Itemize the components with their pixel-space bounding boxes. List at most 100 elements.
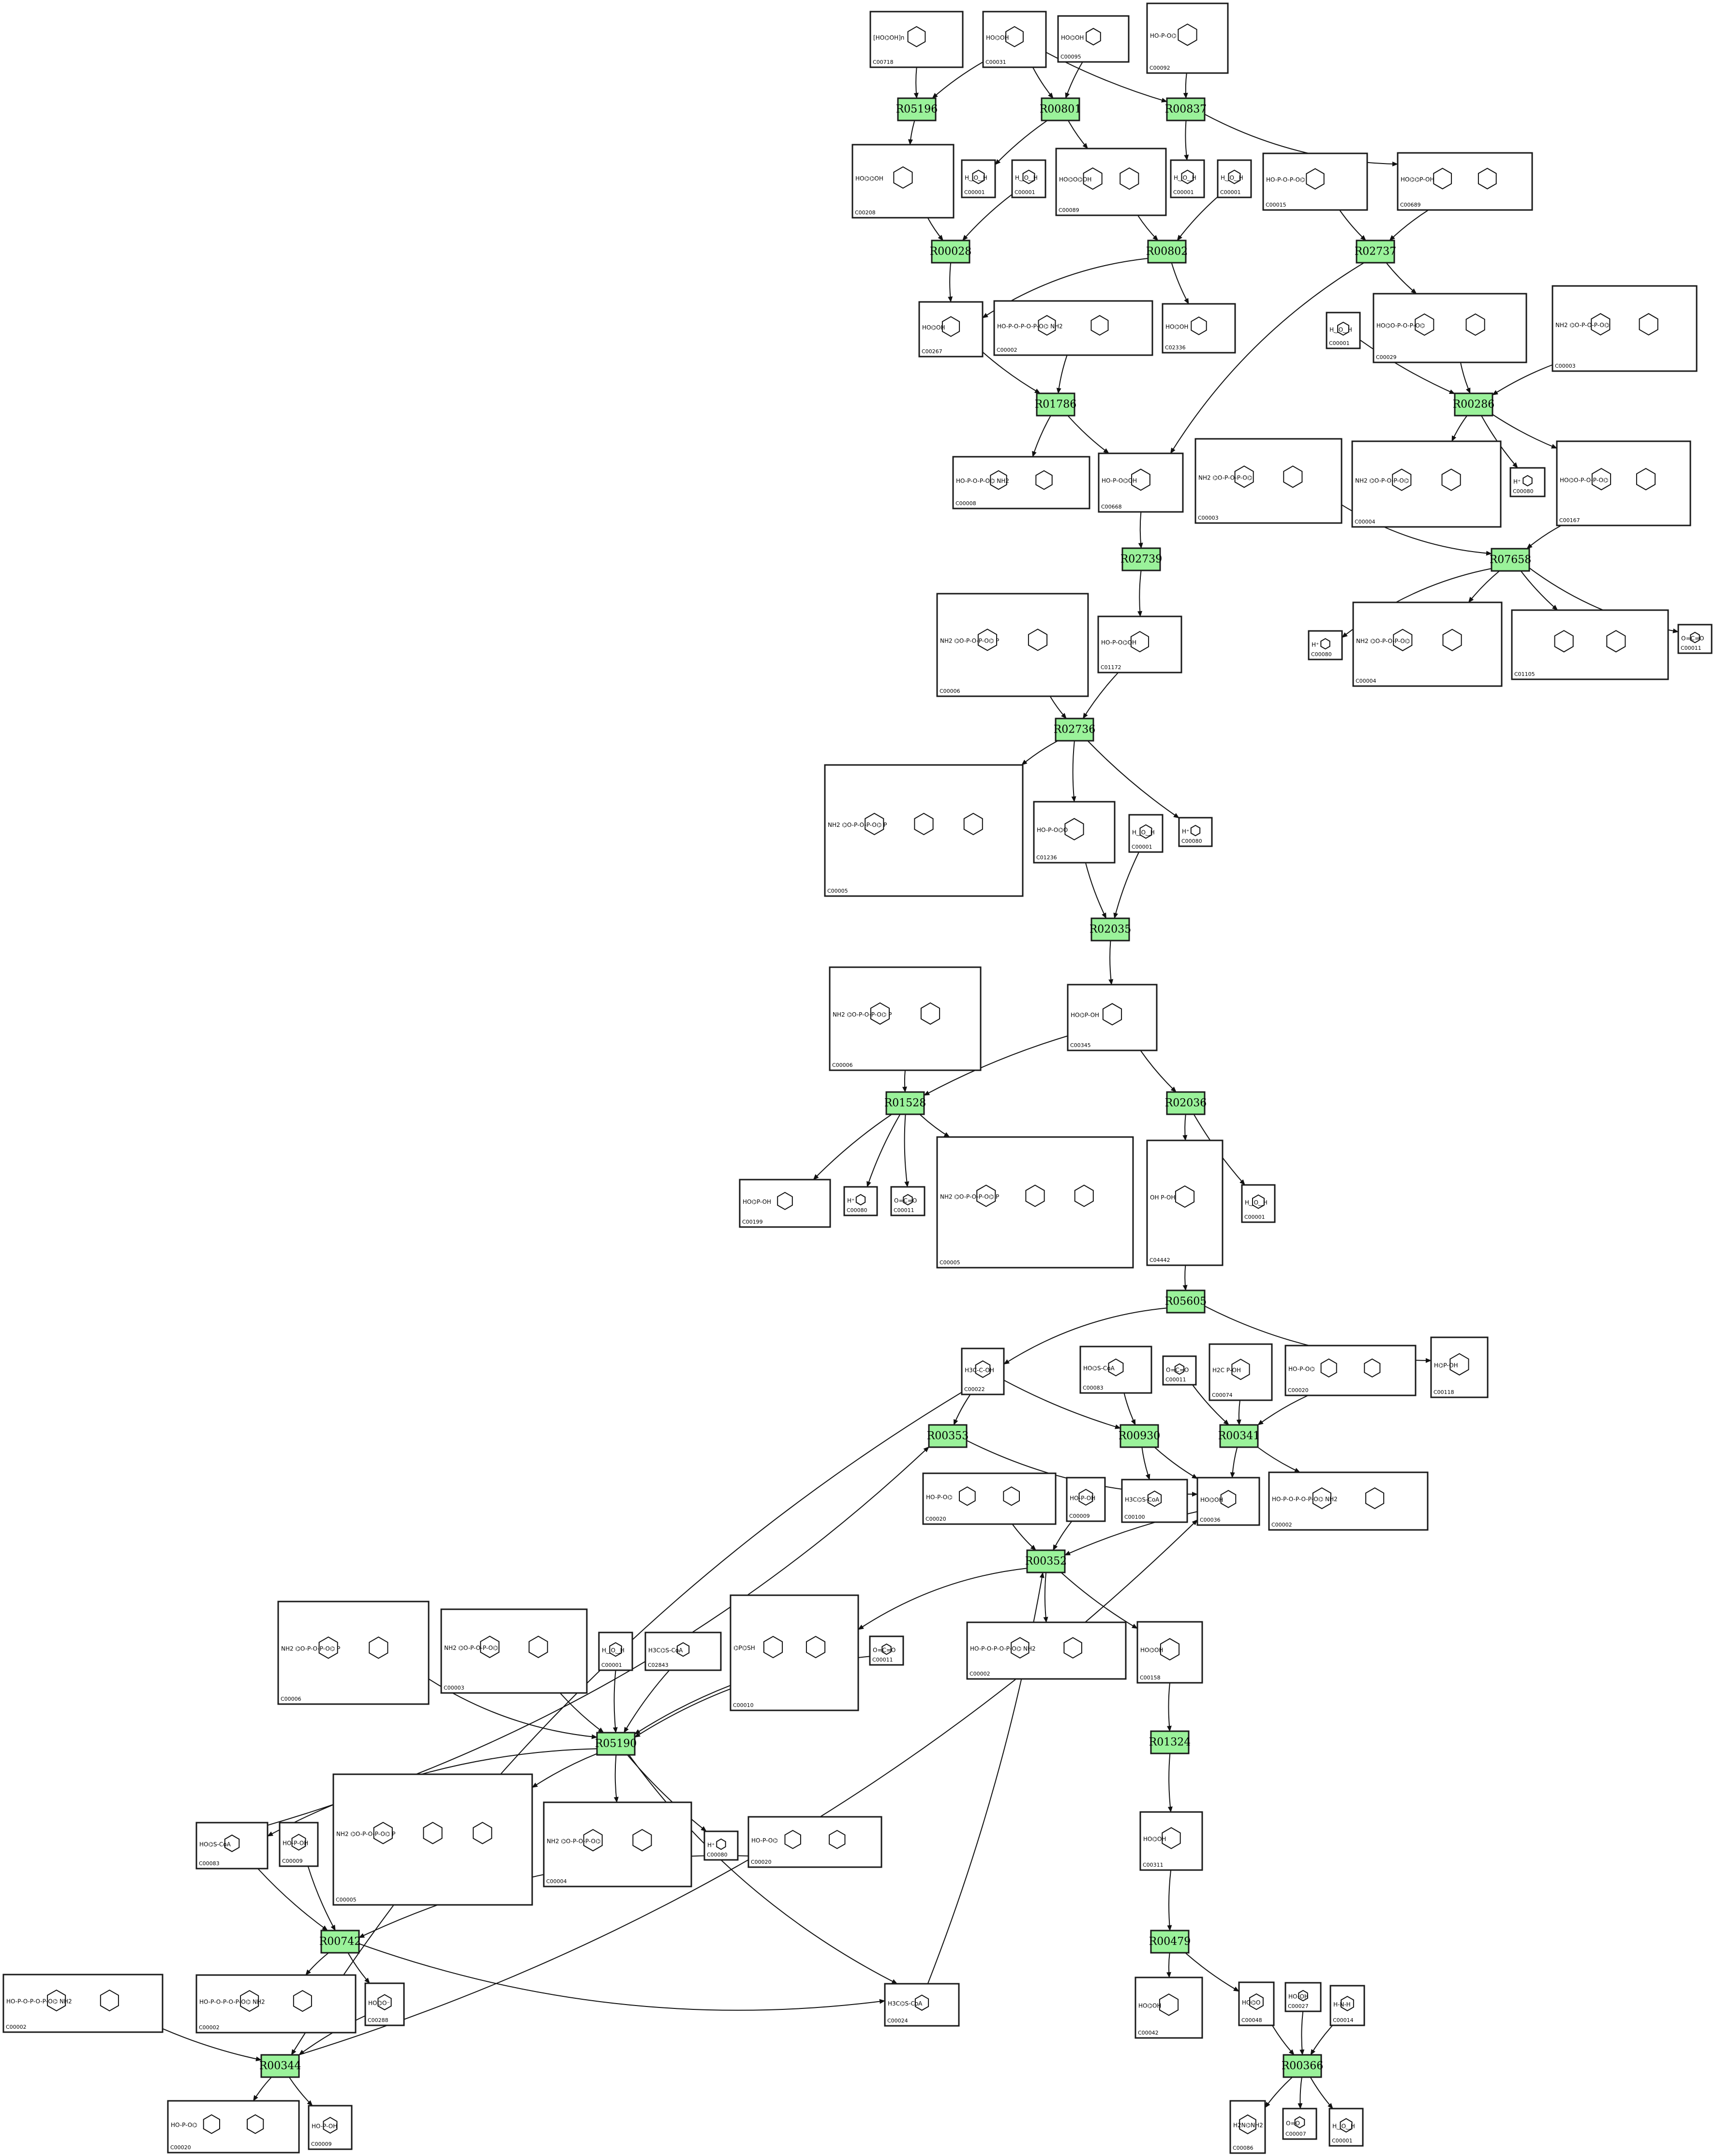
compound-C00003[interactable]: NH2 ⌬O-P-O-P-O⌬C00003 — [1552, 285, 1698, 372]
reaction-R01324[interactable]: R01324 — [1149, 1730, 1191, 1754]
reaction-R00341[interactable]: R00341 — [1218, 1424, 1260, 1448]
reaction-R00344[interactable]: R00344 — [259, 2054, 301, 2078]
reaction-R00479[interactable]: R00479 — [1149, 1930, 1191, 1954]
compound-C00003[interactable]: NH2 ⌬O-P-O-P-O⌬C00003 — [440, 1608, 588, 1694]
compound-C00080[interactable]: H⁺C00080 — [1178, 817, 1213, 847]
reaction-R02035[interactable]: R02035 — [1089, 917, 1132, 942]
compound-C00080[interactable]: H⁺C00080 — [843, 1186, 878, 1216]
reaction-R00837[interactable]: R00837 — [1165, 97, 1207, 121]
reaction-R00930[interactable]: R00930 — [1119, 1424, 1161, 1448]
compound-C00020[interactable]: HO-P-O⌬C00020 — [747, 1816, 882, 1868]
compound-C00004[interactable]: NH2 ⌬O-P-O-P-O⌬C00004 — [543, 1801, 692, 1887]
reaction-R05605[interactable]: R05605 — [1165, 1289, 1207, 1314]
compound-C01105[interactable]: C01105 — [1511, 609, 1669, 680]
compound-C00020[interactable]: HO-P-O⌬C00020 — [1284, 1345, 1417, 1396]
compound-C00015[interactable]: HO-P-O-P-O⌬C00015 — [1262, 152, 1368, 211]
reaction-R07658[interactable]: R07658 — [1490, 548, 1532, 572]
compound-C00020[interactable]: HO-P-O⌬C00020 — [922, 1472, 1057, 1525]
reaction-R00028[interactable]: R00028 — [930, 240, 972, 264]
reaction-R00801[interactable]: R00801 — [1040, 97, 1082, 121]
reaction-R02737[interactable]: R02737 — [1355, 240, 1397, 264]
compound-C00080[interactable]: H⁺C00080 — [1308, 630, 1343, 660]
reaction-R01786[interactable]: R01786 — [1035, 392, 1077, 417]
compound-C00288[interactable]: HO⌬O⁻C00288 — [364, 1982, 405, 2026]
reaction-R00366[interactable]: R00366 — [1282, 2054, 1324, 2078]
reaction-R00286[interactable]: R00286 — [1453, 392, 1495, 417]
reaction-R00352[interactable]: R00352 — [1025, 1549, 1067, 1573]
compound-C00080[interactable]: H⁺C00080 — [1509, 467, 1546, 497]
compound-C00003[interactable]: NH2 ⌬O-P-O-P-O⌬C00003 — [1194, 438, 1343, 524]
reaction-R00353[interactable]: R00353 — [927, 1424, 969, 1448]
compound-C00029[interactable]: HO⌬O-P-O-P-O⌬C00029 — [1373, 293, 1527, 363]
reaction-R00742[interactable]: R00742 — [319, 1930, 361, 1954]
compound-C00080[interactable]: H⁺C00080 — [703, 1830, 739, 1861]
compound-C00092[interactable]: HO-P-O⌬C00092 — [1146, 2, 1229, 74]
reaction-R02736[interactable]: R02736 — [1054, 718, 1096, 742]
compound-C00004[interactable]: NH2 ⌬O-P-O-P-O⌬C00004 — [1352, 601, 1503, 687]
reaction-R00802[interactable]: R00802 — [1146, 240, 1188, 264]
reaction-R05196[interactable]: R05196 — [896, 97, 938, 121]
reaction-R01528[interactable]: R01528 — [884, 1091, 926, 1115]
compound-C00167[interactable]: HO⌬O-P-O-P-O⌬C00167 — [1556, 440, 1691, 526]
reaction-R02036[interactable]: R02036 — [1165, 1091, 1207, 1115]
compound-C00004[interactable]: NH2 ⌬O-P-O-P-O⌬C00004 — [1351, 440, 1502, 528]
reaction-R05190[interactable]: R05190 — [595, 1732, 637, 1756]
reaction-R02739[interactable]: R02739 — [1120, 547, 1163, 571]
